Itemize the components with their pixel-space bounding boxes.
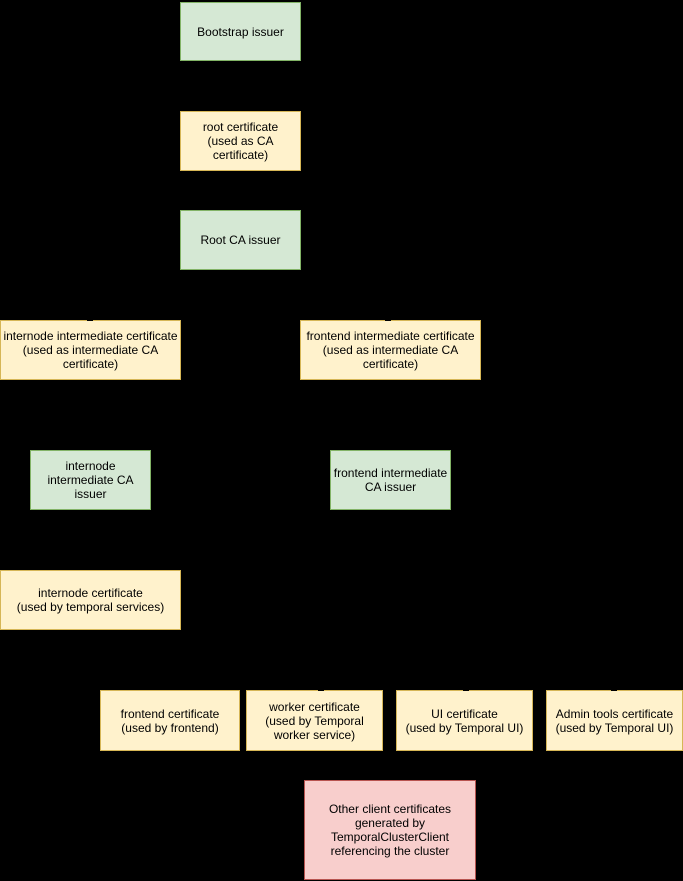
node-frontend-certificate: frontend certificate (used by frontend) [100,690,240,751]
node-label: internode intermediate certificate (used… [3,329,178,371]
node-label: Root CA issuer [200,233,281,247]
connector-arrowhead-mark [463,688,469,691]
connector-arrowhead-mark [87,318,93,321]
node-frontend-intermediate-certificate: frontend intermediate certificate (used … [300,320,481,380]
node-ui-certificate: UI certificate (used by Temporal UI) [396,690,533,751]
node-internode-certificate: internode certificate (used by temporal … [0,570,181,630]
node-label: root certificate (used as CA certificate… [202,120,279,162]
node-bootstrap-issuer: Bootstrap issuer [180,2,301,61]
node-root-certificate: root certificate (used as CA certificate… [180,111,301,171]
connector-arrowhead-mark [611,688,617,691]
node-internode-intermediate-certificate: internode intermediate certificate (used… [0,320,181,380]
node-label: Admin tools certificate (used by Tempora… [555,706,674,735]
connector-arrowhead-mark [318,688,324,691]
node-label: frontend intermediate CA issuer [333,466,448,494]
node-root-ca-issuer: Root CA issuer [180,210,301,270]
node-label: Bootstrap issuer [197,24,284,39]
node-frontend-intermediate-ca-issuer: frontend intermediate CA issuer [330,450,451,510]
node-label: internode certificate (used by temporal … [16,586,165,614]
node-admin-tools-certificate: Admin tools certificate (used by Tempora… [546,690,683,751]
node-internode-intermediate-ca-issuer: internode intermediate CA issuer [30,450,151,510]
node-label: UI certificate (used by Temporal UI) [405,706,524,735]
node-label: worker certificate (used by Temporal wor… [265,699,364,742]
node-label: internode intermediate CA issuer [47,459,134,501]
node-worker-certificate: worker certificate (used by Temporal wor… [246,690,383,751]
node-label: frontend certificate (used by frontend) [120,706,220,735]
node-label: Other client certificates generated by T… [328,802,452,858]
node-label: frontend intermediate certificate (used … [306,329,475,371]
node-other-client-certificates: Other client certificates generated by T… [304,780,476,880]
connector-arrowhead-mark [385,318,391,321]
